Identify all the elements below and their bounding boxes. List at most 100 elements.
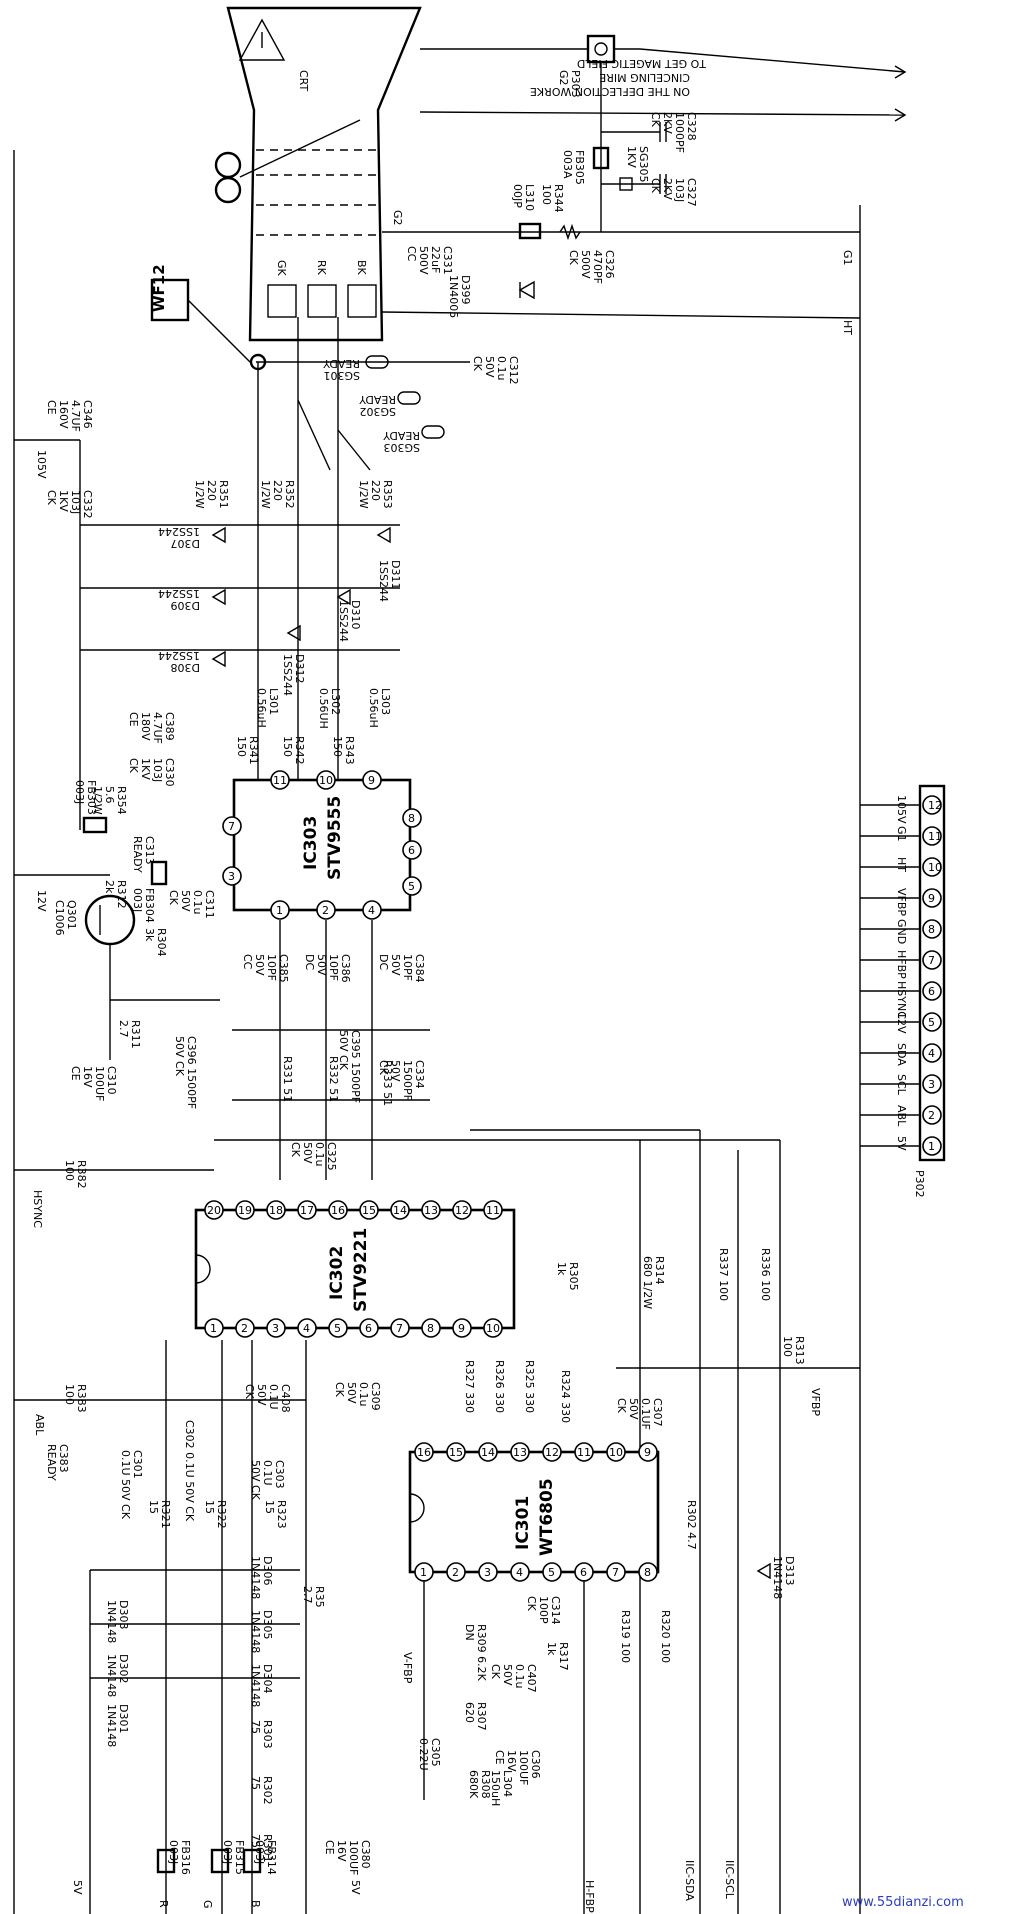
ic302-pin-8: 8: [427, 1322, 434, 1335]
d305-label: D3051N4148: [249, 1610, 274, 1653]
c384-label: C38410PF50VDC: [377, 954, 426, 983]
ic301-top-pins: 16 15 14 13 12 11 10 9: [414, 1442, 658, 1462]
ic302-pin-6: 6: [365, 1322, 372, 1335]
r313-label: R313100: [781, 1336, 806, 1365]
fb315-label: FB315003J: [221, 1840, 246, 1875]
l303-label: L3030.56uH: [367, 688, 392, 728]
r302-label: R30275: [249, 1776, 274, 1805]
d306-label: D3061N4148: [249, 1556, 274, 1599]
r311-label: R3112.7: [117, 1020, 142, 1049]
ic302-pin-20: 20: [207, 1204, 221, 1217]
ic303-ref: IC303: [301, 816, 321, 870]
ic302-pin-10: 10: [486, 1322, 500, 1335]
c311-label: C3110.1u50VCK: [167, 890, 216, 919]
fb303-label: FB303003J: [73, 780, 98, 815]
r383-label: R383100: [63, 1384, 88, 1413]
ic302-pin-19: 19: [238, 1204, 252, 1217]
connector-pin-name: SCL: [895, 1074, 908, 1096]
ic302-pin-2: 2: [241, 1322, 248, 1335]
ic302-part: STV9221: [351, 1228, 371, 1312]
r320-label: R320 100: [659, 1610, 672, 1663]
g2-network: FB305003A C3281000PF2KVCK SG3051KV C3271…: [381, 62, 861, 1914]
ic301-ref: IC301: [513, 1496, 533, 1550]
ic301-pin-13: 13: [513, 1446, 527, 1459]
l302-label: L3020.56UH: [317, 688, 342, 729]
ic301-pin-8: 8: [644, 1566, 651, 1579]
d312-label: D3121SS244: [281, 654, 306, 696]
wf12-marker: WF12: [150, 264, 267, 371]
connector-pin-name: 105V: [895, 795, 908, 824]
ic302-pin-3: 3: [272, 1322, 279, 1335]
ic301-pin-6: 6: [580, 1566, 587, 1579]
v12-net-label: 12V: [35, 890, 48, 912]
c327-label: C327103J2KVCK: [649, 178, 698, 207]
r325-label: R325 330: [523, 1360, 536, 1413]
c301-label: C3010.1U 50V CK: [119, 1450, 144, 1520]
ic301-pin-11: 11: [577, 1446, 591, 1459]
r307-label: R307620: [463, 1702, 488, 1731]
r323-label: R32315: [263, 1500, 288, 1529]
connector-pin-number: 7: [928, 954, 935, 967]
connector-pin-3: [922, 1074, 942, 1094]
ic303-pin-1: 1: [276, 904, 283, 917]
connector-pin-number: 11: [928, 830, 942, 843]
connector-pin-4: [922, 1043, 942, 1063]
ic303-pin-7: 7: [228, 820, 235, 833]
ic301-pin-16: 16: [417, 1446, 431, 1459]
crt-g2-pin: G2: [391, 210, 404, 226]
v5-net-label: 5V: [71, 1880, 84, 1895]
watermark: www.55dianzi.com: [842, 1895, 964, 1910]
c328-label: C3281000PF2KVCK: [649, 112, 698, 153]
connector-pin-6: [922, 981, 942, 1001]
connector-pin-number: 1: [928, 1140, 935, 1153]
r344-label: R344100: [540, 184, 565, 213]
l310-label: L31000JP: [511, 184, 536, 211]
ic301-pin-10: 10: [609, 1446, 623, 1459]
connector-pin-name: ABL: [895, 1105, 908, 1127]
c305-label: C3050.22U: [417, 1738, 442, 1771]
rgb-input-network: R32115 R32215 R32315 D3061N4148 D3051N41…: [71, 1340, 326, 1914]
ic302-pin-5: 5: [334, 1322, 341, 1335]
crt-rk-pin: RK: [315, 260, 328, 276]
r303-label: R30375: [249, 1720, 274, 1749]
r341-label: R341150: [235, 736, 260, 765]
connector-pin-name: 5V: [895, 1136, 908, 1151]
connector-pin-1: [922, 1136, 942, 1156]
r308-label: R308680K: [467, 1770, 492, 1799]
connector-pin-2: [922, 1105, 942, 1125]
deflection-note-line1: TO GET MAGETIC FIELD: [577, 57, 707, 70]
connector-pin-12: [922, 795, 942, 815]
deflection-note-line3: ON THE DEFLECTION WORKE: [530, 85, 690, 98]
connector-pin-number: 8: [928, 923, 935, 936]
iic-sda-label: IIC-SDA: [683, 1860, 696, 1901]
r305-label: R3051k: [555, 1262, 580, 1291]
connector-pin-number: 5: [928, 1016, 935, 1029]
iic-scl-label: IIC-SCL: [723, 1860, 736, 1900]
ic302-top-pins: 20 19 18 17 16 15 14 13 12 11: [204, 1200, 503, 1220]
r302b-label: R302 4.7: [685, 1500, 698, 1550]
fb305-label: FB305003A: [561, 150, 586, 185]
connector-pin-11: [922, 826, 942, 846]
ic303-pin-2: 2: [322, 904, 329, 917]
c309-label: C3090.1u50VCK: [333, 1382, 382, 1411]
connector-pin-number: 2: [928, 1109, 935, 1122]
l301-label: L3010.56uH: [255, 688, 280, 728]
v5b-net-label: 5V: [349, 1880, 362, 1895]
connector-pin-number: 3: [928, 1078, 935, 1091]
ic302-pin-14: 14: [393, 1204, 407, 1217]
r336-label: R336 100: [759, 1248, 772, 1301]
connector-pin-7: [922, 950, 942, 970]
g2-connector-label: P303G2: [557, 70, 582, 98]
d302-label: D3021N4148: [105, 1654, 130, 1697]
ic301-pin-1: 1: [420, 1566, 427, 1579]
ic303-pin-8: 8: [408, 812, 415, 825]
ic303-pin-4: 4: [368, 904, 375, 917]
ic302-pin-18: 18: [269, 1204, 283, 1217]
left-rail: 105V C3464.7UF160VCE C332103J1KVCK 12V: [13, 150, 400, 1914]
r327-label: R327 330: [463, 1360, 476, 1413]
r337-label: R337 100: [717, 1248, 730, 1301]
c383-label: C383READY: [45, 1444, 70, 1481]
r342-label: R342150: [281, 736, 306, 765]
ic303-part: STV9555: [325, 796, 345, 880]
